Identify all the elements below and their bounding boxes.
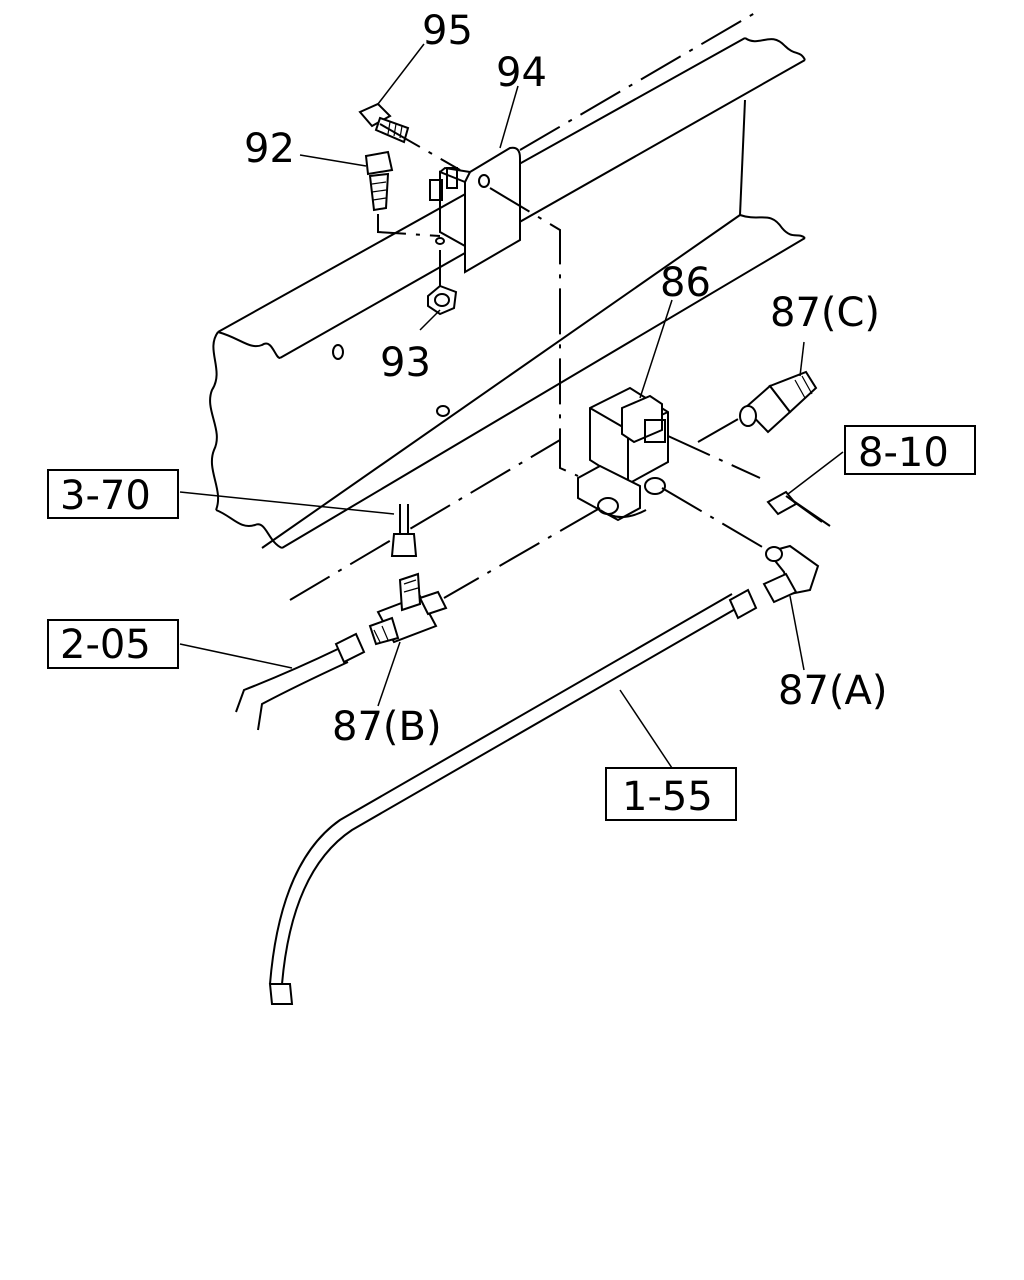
label-92: 92 — [244, 126, 295, 172]
tee-fitting-87b — [368, 572, 448, 646]
ref-1-55: 1-55 — [622, 774, 713, 820]
bracket-94 — [429, 146, 521, 274]
bolt-92 — [364, 150, 394, 212]
label-95: 95 — [422, 8, 473, 54]
ref-box-3-70[interactable]: 3-70 — [47, 469, 179, 519]
label-93: 93 — [380, 340, 431, 386]
fitting-87c — [739, 370, 818, 434]
leader-lines — [179, 43, 844, 769]
ref-8-10: 8-10 — [858, 430, 949, 476]
label-87c: 87(C) — [770, 290, 880, 336]
connector-8-10 — [766, 490, 831, 527]
label-87a: 87(A) — [778, 668, 887, 714]
nut-93 — [427, 284, 458, 316]
frame-rail — [209, 9, 806, 601]
ref-2-05: 2-05 — [60, 622, 151, 668]
valve-86 — [577, 386, 669, 522]
label-86: 86 — [660, 260, 711, 306]
elbow-fitting-87a — [762, 544, 820, 604]
ref-3-70: 3-70 — [60, 473, 151, 519]
ref-box-1-55[interactable]: 1-55 — [605, 767, 737, 821]
connection-lines — [377, 123, 765, 599]
ref-box-2-05[interactable]: 2-05 — [47, 619, 179, 669]
hose-2-05 — [235, 632, 366, 731]
label-87b: 87(B) — [332, 704, 442, 750]
label-94: 94 — [496, 50, 547, 96]
hose-end-3-70 — [390, 504, 418, 557]
ref-box-8-10[interactable]: 8-10 — [844, 425, 976, 476]
pipe-1-55 — [268, 588, 758, 1005]
